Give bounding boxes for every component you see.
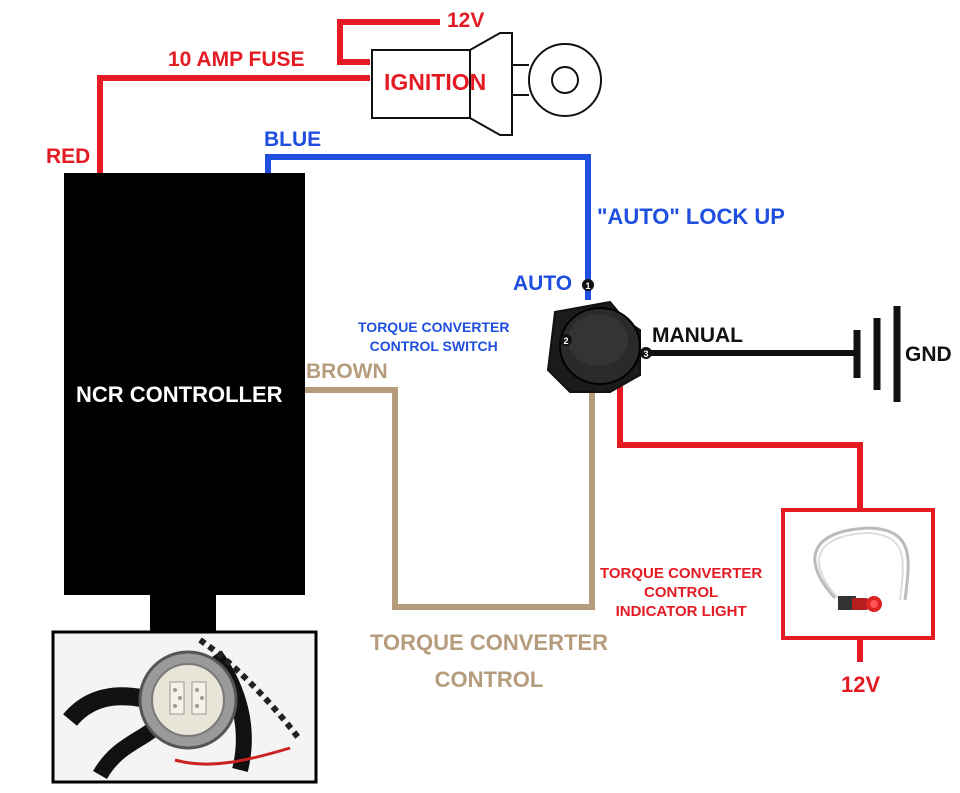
switch-label-line1: TORQUE CONVERTER (358, 319, 510, 335)
twelve-v-wire-top (337, 19, 440, 65)
indicator-line1: TORQUE CONVERTER (600, 565, 763, 582)
switch-label: TORQUE CONVERTER CONTROL SWITCH (358, 318, 509, 356)
indicator-feed-wire (617, 378, 863, 510)
controller-cable-neck (150, 593, 216, 635)
tcc-line1: TORQUE CONVERTER (370, 630, 608, 655)
blue-wire (265, 154, 591, 300)
fuse-label: 10 AMP FUSE (168, 48, 305, 71)
indicator-light-label: TORQUE CONVERTER CONTROL INDICATOR LIGHT (600, 564, 762, 621)
indicator-line3: INDICATOR LIGHT (615, 603, 747, 620)
red-wire-label: RED (46, 145, 91, 168)
ignition-label: IGNITION (384, 69, 487, 95)
tcc-label: TORQUE CONVERTER CONTROL (370, 624, 608, 698)
control-switch (546, 300, 641, 393)
twelve-v-top-label: 12V (447, 9, 485, 32)
manual-label: MANUAL (652, 324, 743, 347)
red-wire (97, 75, 370, 175)
pin-1-number: 1 (585, 281, 590, 291)
pin-3-number: 3 (643, 349, 648, 359)
pin-3-marker (640, 347, 652, 359)
indicator-light-photo (813, 526, 910, 612)
switch-label-line2: CONTROL SWITCH (369, 338, 498, 354)
indicator-line2: CONTROL (644, 584, 719, 601)
ground-symbol (853, 306, 901, 402)
ncr-controller-label: NCR CONTROLLER (76, 382, 283, 407)
twelve-v-bottom-label: 12V (841, 672, 881, 697)
ignition-switch (371, 32, 602, 136)
pin-2-number: 2 (563, 336, 568, 346)
brown-wire-label: BROWN (306, 360, 388, 383)
brown-wire (300, 387, 595, 610)
tcc-line2: CONTROL (434, 667, 544, 692)
pin-2-marker (560, 334, 572, 346)
blue-wire-label: BLUE (264, 128, 322, 151)
pin-1-marker (582, 279, 594, 291)
gnd-label: GND (905, 343, 952, 366)
auto-label: AUTO (513, 272, 573, 295)
auto-lock-up-label: "AUTO" LOCK UP (597, 204, 785, 229)
connector-photo (51, 630, 318, 784)
ncr-controller-box (64, 173, 305, 595)
